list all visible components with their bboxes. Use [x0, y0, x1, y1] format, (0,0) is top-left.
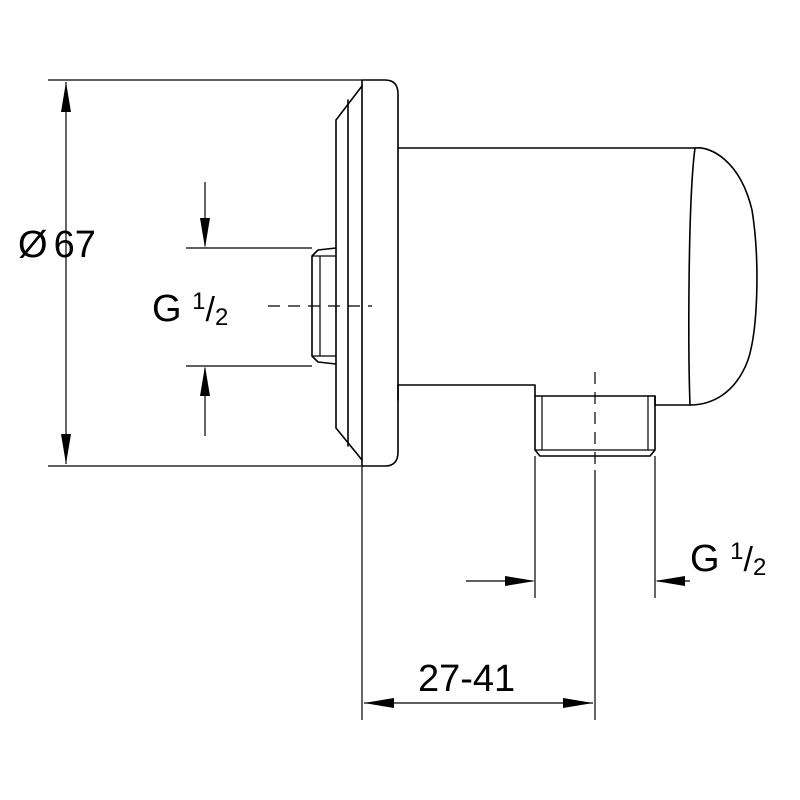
inlet-thread-numerator: 1 — [192, 288, 206, 315]
outlet-thread-slash: / — [743, 541, 753, 579]
outlet-thread-callout — [466, 456, 690, 598]
projection-label: 27-41 — [418, 660, 515, 698]
wall-flange — [335, 79, 399, 467]
outlet-body — [397, 147, 758, 406]
outlet-thread-denominator: 2 — [752, 554, 767, 581]
inlet-thread-slash: / — [205, 291, 215, 329]
outlet-thread-letter: G — [690, 538, 720, 580]
inlet-thread-letter: G — [152, 288, 182, 330]
outlet-thread-connection — [534, 395, 656, 457]
projection-value: 27-41 — [418, 658, 516, 700]
diameter-value: 67 — [53, 224, 96, 266]
diameter-dimension — [48, 79, 362, 467]
diameter-symbol: Ø — [18, 224, 48, 266]
inlet-thread-callout — [186, 182, 312, 436]
projection-dimension — [361, 466, 596, 720]
inlet-thread-label: G 1/2 — [152, 288, 229, 331]
inlet-thread-denominator: 2 — [214, 304, 229, 331]
outlet-thread-numerator: 1 — [730, 538, 744, 565]
outlet-thread-label: G 1/2 — [690, 538, 767, 581]
